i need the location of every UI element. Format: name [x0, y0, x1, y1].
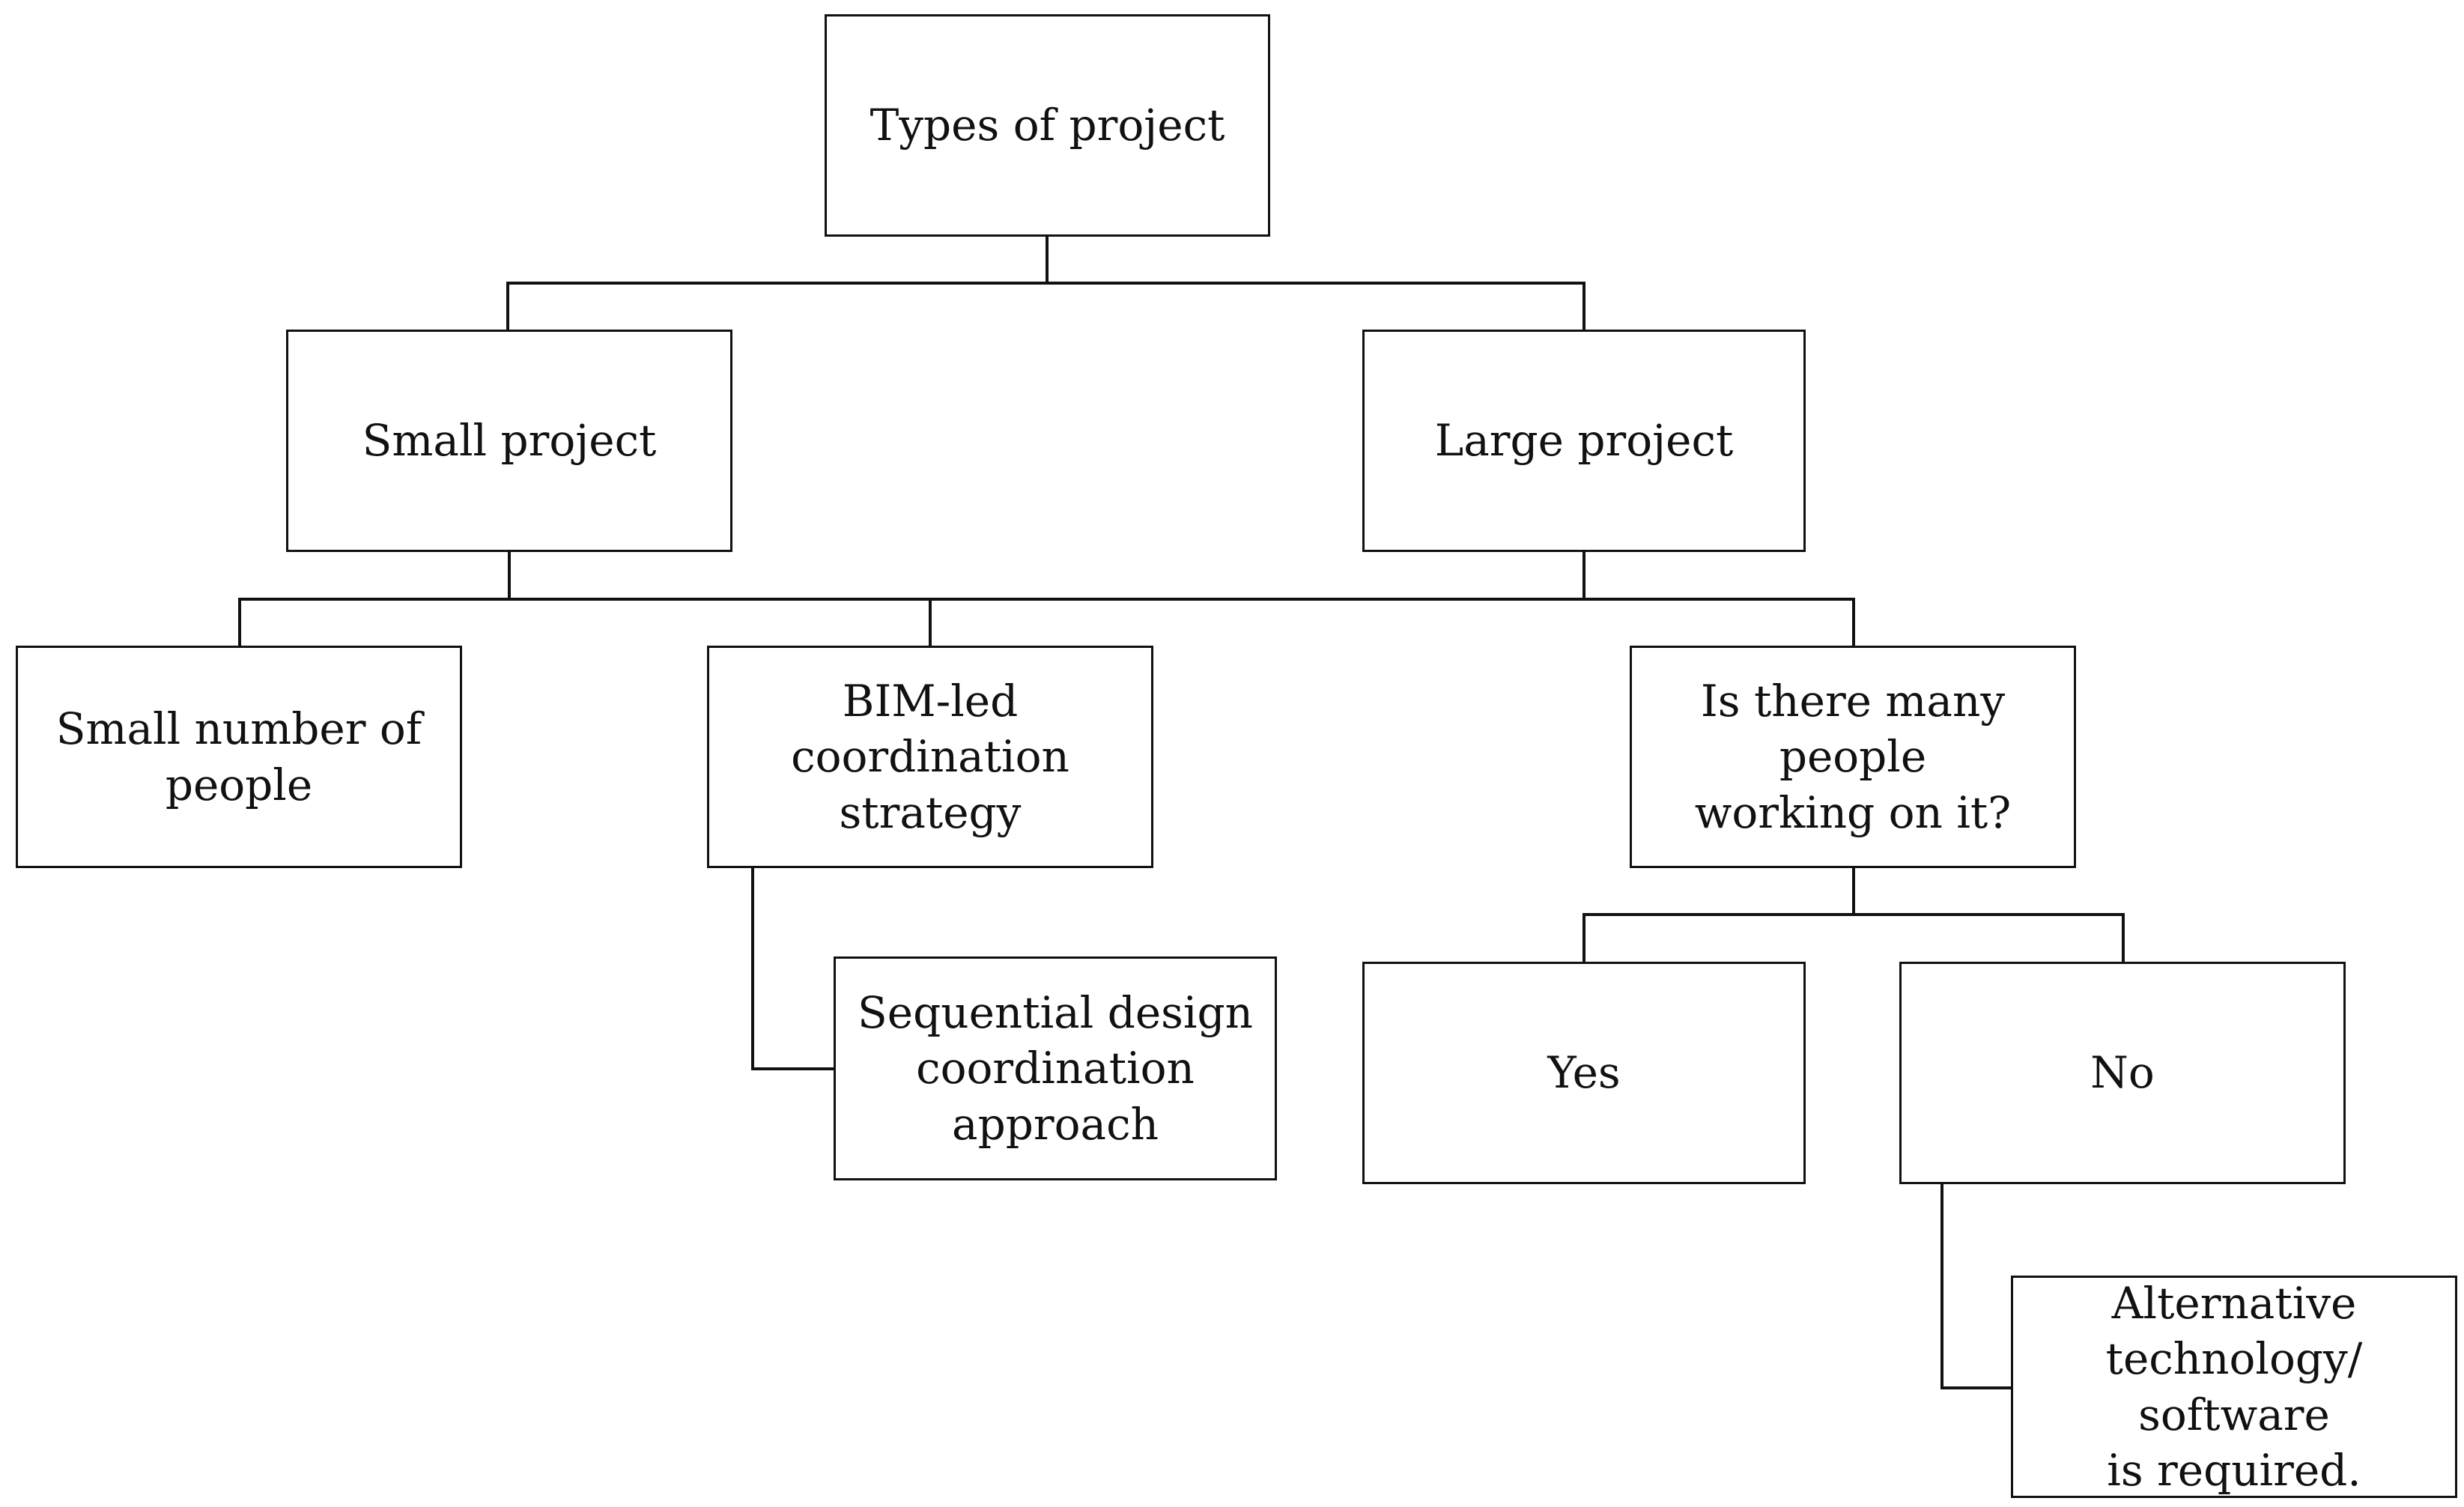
- node-label: Large project: [1434, 415, 1734, 467]
- node-types-of-project: Types of project: [825, 14, 1270, 237]
- node-sequential-design-coordination: Sequential design coordination approach: [834, 956, 1277, 1180]
- node-alternative-technology-required: Alternative technology/ software is requ…: [2011, 1276, 2457, 1498]
- node-label: No: [2090, 1047, 2155, 1099]
- node-label-line: Sequential design: [858, 987, 1253, 1039]
- node-no: No: [1899, 962, 2346, 1184]
- node-bim-led-coordination-strategy: BIM-led coordination strategy: [707, 646, 1153, 868]
- connector-level2-bus: [238, 598, 1855, 647]
- node-small-number-of-people: Small number of people: [16, 646, 462, 868]
- connector-types-to-level1: [506, 235, 1585, 331]
- node-many-people-question: Is there many people working on it?: [1630, 646, 2076, 868]
- node-label-line: approach: [952, 1098, 1159, 1150]
- node-label: Small project: [362, 415, 657, 467]
- node-label-line: Alternative: [2111, 1278, 2357, 1329]
- node-large-project: Large project: [1362, 330, 1806, 552]
- connector-question-to-answers: [1583, 867, 2125, 963]
- node-label-line: Small number of: [55, 703, 422, 755]
- connector-bim-to-sequential: [751, 867, 835, 1070]
- node-yes: Yes: [1362, 962, 1806, 1184]
- node-label-line: is required.: [2107, 1444, 2361, 1496]
- connector-no-to-alternative: [1940, 1183, 2012, 1389]
- node-label: Yes: [1547, 1047, 1621, 1099]
- node-label-line: strategy: [839, 786, 1022, 838]
- node-label-line: working on it?: [1694, 786, 2012, 838]
- node-label: Types of project: [870, 100, 1225, 151]
- node-small-project: Small project: [286, 330, 732, 552]
- node-label-line: technology/ software: [2105, 1333, 2363, 1440]
- node-label-line: BIM-led coordination: [791, 676, 1069, 783]
- node-label-line: people: [165, 759, 313, 810]
- node-label-line: coordination: [916, 1043, 1195, 1094]
- node-label-line: Is there many people: [1700, 676, 2006, 783]
